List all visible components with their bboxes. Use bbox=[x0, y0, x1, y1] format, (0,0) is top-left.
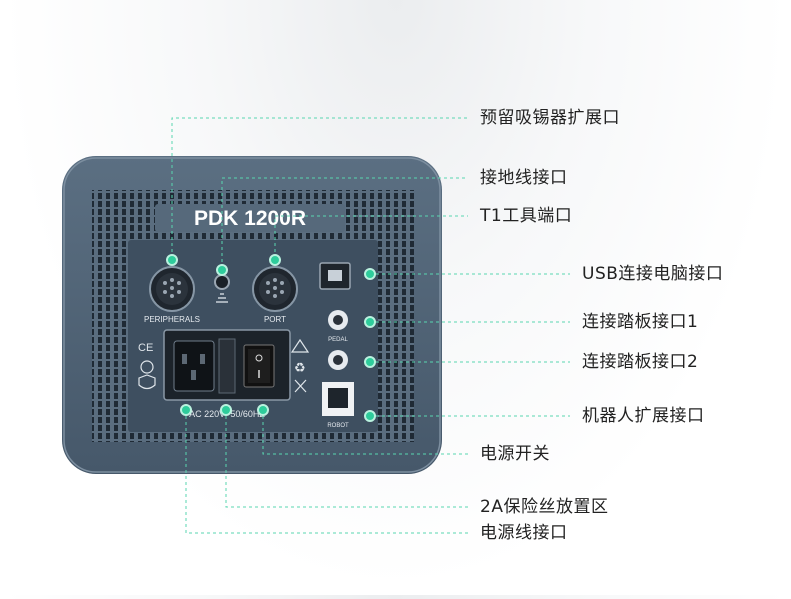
ground-symbol-icon bbox=[216, 293, 228, 303]
fuse-holder bbox=[218, 338, 236, 394]
callout-lines bbox=[171, 117, 570, 534]
port-label: PORT bbox=[264, 315, 286, 324]
callout-power-switch: 电源开关 bbox=[480, 444, 550, 464]
ground-jack bbox=[214, 274, 230, 290]
callout-solder-suction-port: 预留吸锡器扩展口 bbox=[480, 108, 620, 128]
recycle-icon: ♻ bbox=[294, 360, 306, 375]
esd-warning-icon bbox=[290, 338, 310, 353]
model-plate bbox=[155, 204, 345, 232]
weee-bin-icon bbox=[294, 379, 307, 393]
callout-usb-port: USB连接电脑接口 bbox=[582, 264, 724, 284]
pedal-label: PEDAL bbox=[328, 337, 348, 343]
callout-robot-port: 机器人扩展接口 bbox=[582, 406, 705, 426]
callout-fuse-slot: 2A保险丝放置区 bbox=[480, 497, 609, 517]
model-name: PDK 1200R bbox=[194, 207, 306, 230]
peripherals-label: PERIPHERALS bbox=[144, 315, 200, 324]
callout-pedal-port-1: 连接踏板接口1 bbox=[582, 312, 699, 332]
callout-ground-port: 接地线接口 bbox=[480, 168, 568, 188]
shield-mark-icon bbox=[138, 374, 156, 390]
ce-mark-icon: CE bbox=[138, 342, 153, 354]
callout-power-cord-port: 电源线接口 bbox=[480, 523, 568, 543]
ccc-mark-icon bbox=[140, 360, 154, 374]
callout-dots bbox=[166, 254, 376, 422]
robot-label: ROBOT bbox=[327, 423, 349, 429]
power-inlet bbox=[173, 340, 215, 392]
callout-pedal-port-2: 连接踏板接口2 bbox=[582, 352, 699, 372]
callout-t1-tool-port: T1工具端口 bbox=[480, 206, 573, 226]
